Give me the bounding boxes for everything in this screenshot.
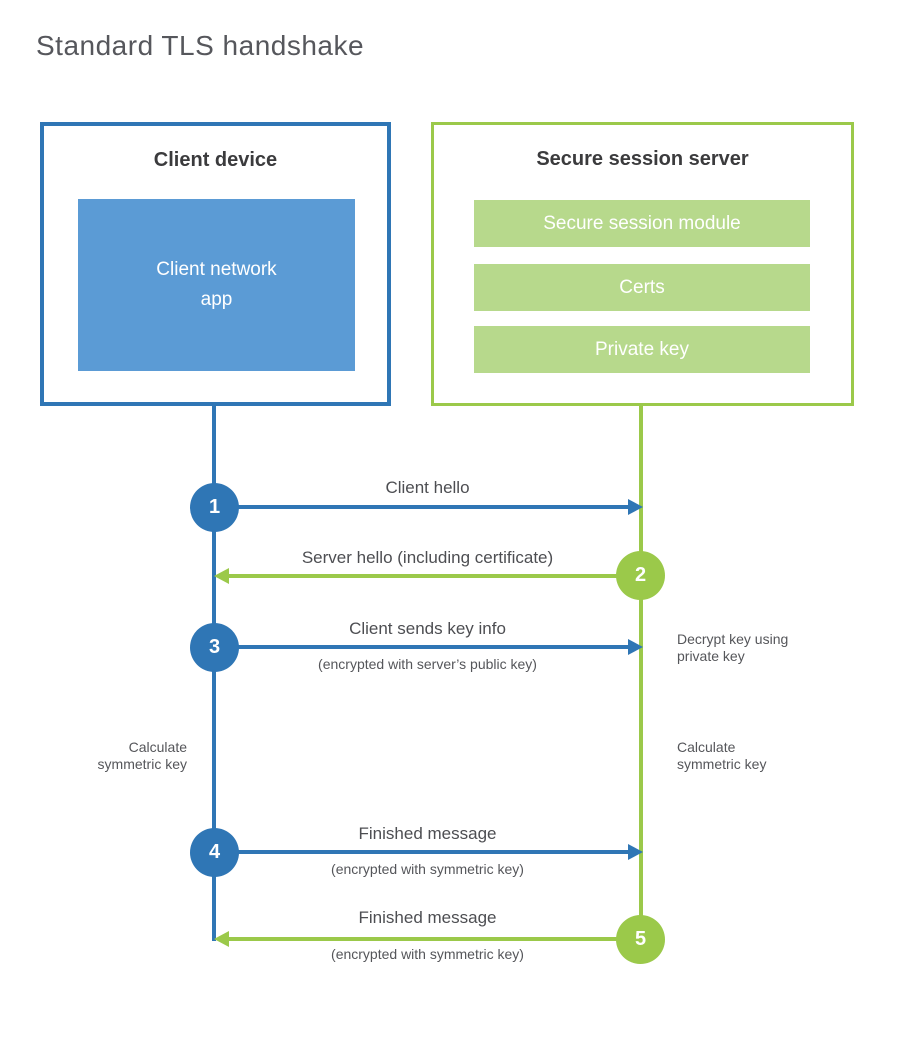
step-5-badge: 5 [616, 915, 665, 964]
calculate-symmetric-key-note-client: Calculate symmetric key [97, 739, 187, 772]
step-2-badge: 2 [616, 551, 665, 600]
server-module-secure-session-module: Secure session module [474, 200, 810, 247]
message-3-label: Client sends key info [349, 619, 506, 638]
client-device-title: Client device [153, 149, 278, 171]
message-5-arrow-left-icon [214, 931, 640, 947]
calculate-symmetric-key-note-server: Calculate symmetric key [677, 739, 767, 772]
message-1-arrow-right-icon [216, 499, 643, 515]
decrypt-key-note: Decrypt key using private key [677, 631, 789, 664]
client-device-box: Client device Client network app [40, 122, 391, 406]
message-1-label: Client hello [385, 478, 470, 497]
message-2-arrow-left-icon [214, 568, 640, 584]
message-4-arrow-right-icon [216, 844, 643, 860]
message-4-label: Finished message [358, 824, 497, 843]
message-2-label: Server hello (including certificate) [301, 548, 554, 567]
message-5-sublabel: (encrypted with symmetric key) [331, 946, 524, 962]
server-lifeline [639, 404, 643, 940]
client-lifeline [212, 404, 216, 941]
server-module-private-key: Private key [474, 326, 810, 373]
message-3-sublabel: (encrypted with server’s public key) [318, 656, 537, 672]
message-5-label: Finished message [358, 908, 497, 927]
message-4-sublabel: (encrypted with symmetric key) [331, 861, 524, 877]
message-3-arrow-right-icon [216, 639, 643, 655]
step-4-badge: 4 [190, 828, 239, 877]
diagram-title: Standard TLS handshake [36, 30, 365, 61]
step-3-badge: 3 [190, 623, 239, 672]
secure-session-server-box: Secure session server Secure session mod… [431, 122, 854, 406]
server-module-certs: Certs [474, 264, 810, 311]
client-network-app-block: Client network app [78, 199, 355, 371]
step-1-badge: 1 [190, 483, 239, 532]
secure-session-server-title: Secure session server [536, 148, 749, 170]
